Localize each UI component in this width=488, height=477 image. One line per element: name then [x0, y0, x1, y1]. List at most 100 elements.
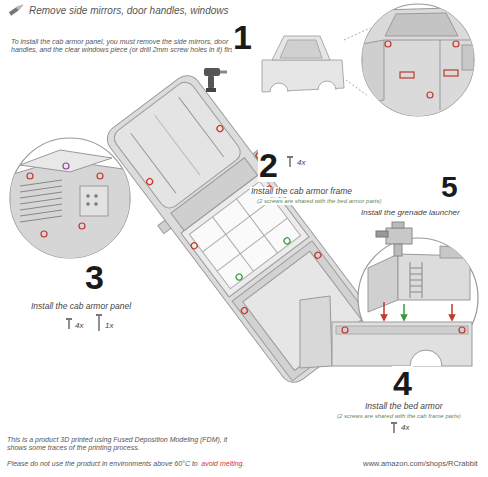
truck-top-view: [179, 97, 224, 157]
warning-highlight: avoid melting.: [200, 460, 245, 468]
detail-circle: [398, 254, 470, 300]
step-heading: Remove side mirrors, door handles, windo…: [28, 5, 230, 17]
callout-number: 5: [440, 172, 459, 202]
truck-bed: [342, 327, 465, 333]
detail-circle: [368, 254, 398, 312]
callout-number: 2: [258, 148, 279, 182]
truck-top-view: [216, 124, 224, 132]
truck-top-view: [155, 115, 200, 175]
detail-circle: [440, 246, 470, 258]
drill-icon: [220, 71, 227, 74]
callout-number: 3: [84, 260, 105, 294]
screw-icon: [68, 320, 70, 329]
detail-circle: [20, 186, 62, 192]
truck-bed: [300, 296, 472, 368]
screw-icon: [391, 422, 397, 433]
truck-top-view: [283, 237, 291, 245]
detail-circle: [400, 72, 414, 78]
drill-icon: [208, 76, 214, 88]
detail-circle: [444, 70, 458, 76]
screw-count: 4x: [296, 158, 306, 167]
screw-icon: [287, 156, 293, 167]
warning-text: Please do not use the product in environ…: [6, 460, 199, 468]
detail-circle: [427, 92, 433, 98]
detail-circle: [20, 210, 62, 216]
detail-circle: [410, 274, 422, 275]
detail-circle: [462, 45, 474, 70]
step-note: (2 screws are shared with the bed armor …: [256, 198, 382, 205]
truck-bed: [300, 296, 332, 368]
detail-circle: [41, 231, 47, 237]
truck-top-view: [213, 217, 254, 271]
detail-circle: [385, 41, 459, 98]
callout-number: 4: [392, 366, 413, 400]
detail-circle: [20, 150, 112, 172]
truck-outline: [262, 60, 344, 92]
step-instruction: Install the cab armor frame: [250, 187, 353, 197]
detail-circle: [410, 286, 422, 287]
drill-icon: [206, 88, 216, 92]
screw-icon: [96, 314, 102, 331]
grenade-launcher: [376, 222, 412, 256]
detail-circle: [10, 160, 130, 260]
detail-circle: [87, 203, 90, 206]
screw-count: 4x: [74, 321, 84, 330]
step-instruction: Install the cab armor panel: [30, 302, 132, 312]
screw-icon: [66, 318, 72, 329]
truck-top-view: [143, 115, 332, 315]
detail-circle: [20, 180, 62, 222]
truck-top-view: [217, 218, 287, 271]
truck-top-view: [314, 251, 322, 259]
step-instruction: Install the grenade launcher: [360, 208, 461, 217]
disclaimer-text: This is a product 3D printed using Fused…: [6, 436, 248, 452]
screw-icon: [66, 318, 72, 320]
truck-top-view: [145, 177, 153, 185]
detail-circle: [20, 204, 62, 210]
truck-top-view: [235, 273, 243, 281]
truck-bed: [459, 327, 465, 333]
truck-outline: [262, 36, 344, 92]
detail-circle: [360, 8, 480, 120]
screw-icon: [393, 424, 395, 433]
detail-circle: [97, 173, 103, 179]
detail-circle: [451, 304, 453, 318]
detail-circle: [410, 292, 422, 293]
drill-icon: [204, 68, 220, 76]
detail-circle: [20, 180, 62, 186]
detail-circle: [410, 280, 422, 281]
detail-circle: [20, 198, 62, 204]
shop-url: www.amazon.com/shops/RCrabbit: [362, 460, 479, 469]
detail-circle: [453, 41, 459, 47]
detail-circle: [403, 304, 405, 318]
detail-circle: [79, 223, 85, 229]
detail-circle: [410, 262, 422, 298]
step-instruction: Install the bed armor: [364, 402, 443, 412]
drill-icon: [204, 68, 227, 92]
truck-bed: [410, 350, 442, 366]
detail-circle: [440, 40, 441, 110]
detail-circle: [360, 4, 480, 120]
detail-circle: [95, 195, 98, 198]
truck-outline: [318, 81, 336, 90]
truck-top-view: [131, 133, 176, 193]
screw-icon: [98, 316, 100, 331]
knife-icon: [16, 3, 24, 10]
note-text: To install the cab armor panel, you must…: [10, 38, 247, 54]
step-note: (2 screws are shared with the cab frame …: [336, 413, 462, 420]
detail-circle: [27, 173, 33, 179]
truck-top-view: [235, 237, 291, 282]
detail-circle: [10, 138, 130, 260]
leader-line: [346, 80, 368, 96]
screw-icon: [289, 158, 291, 167]
truck-top-view: [237, 199, 278, 253]
truck-bed: [332, 322, 472, 366]
screw-icon: [391, 422, 397, 424]
grenade-launcher: [392, 222, 404, 228]
detail-circle: [360, 8, 480, 120]
truck-outline: [272, 36, 330, 60]
grenade-launcher: [386, 228, 412, 244]
screw-icon: [96, 314, 102, 316]
truck-top-view: [190, 242, 198, 250]
detail-circle: [385, 41, 391, 47]
